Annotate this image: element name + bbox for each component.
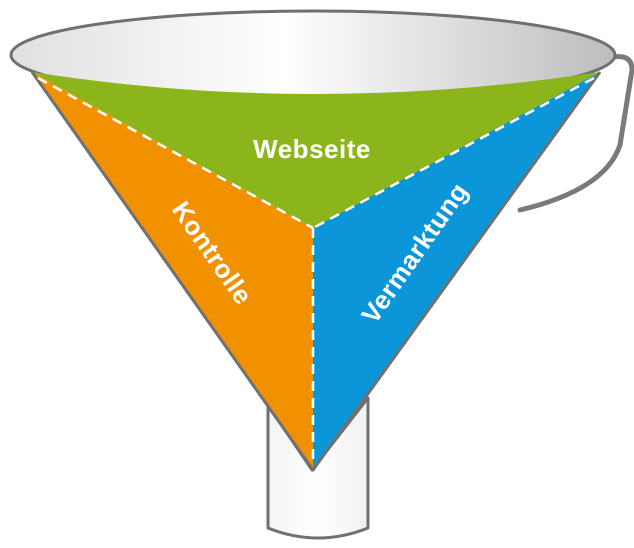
divider-left [37,76,314,230]
segment-webseite [32,72,600,228]
funnel-body-outline [30,71,602,472]
funnel-spout [266,396,370,540]
label-webseite: Webseite [253,134,371,164]
divider-right [312,76,595,230]
funnel-handle [517,54,634,213]
segment-dividers [37,76,595,462]
